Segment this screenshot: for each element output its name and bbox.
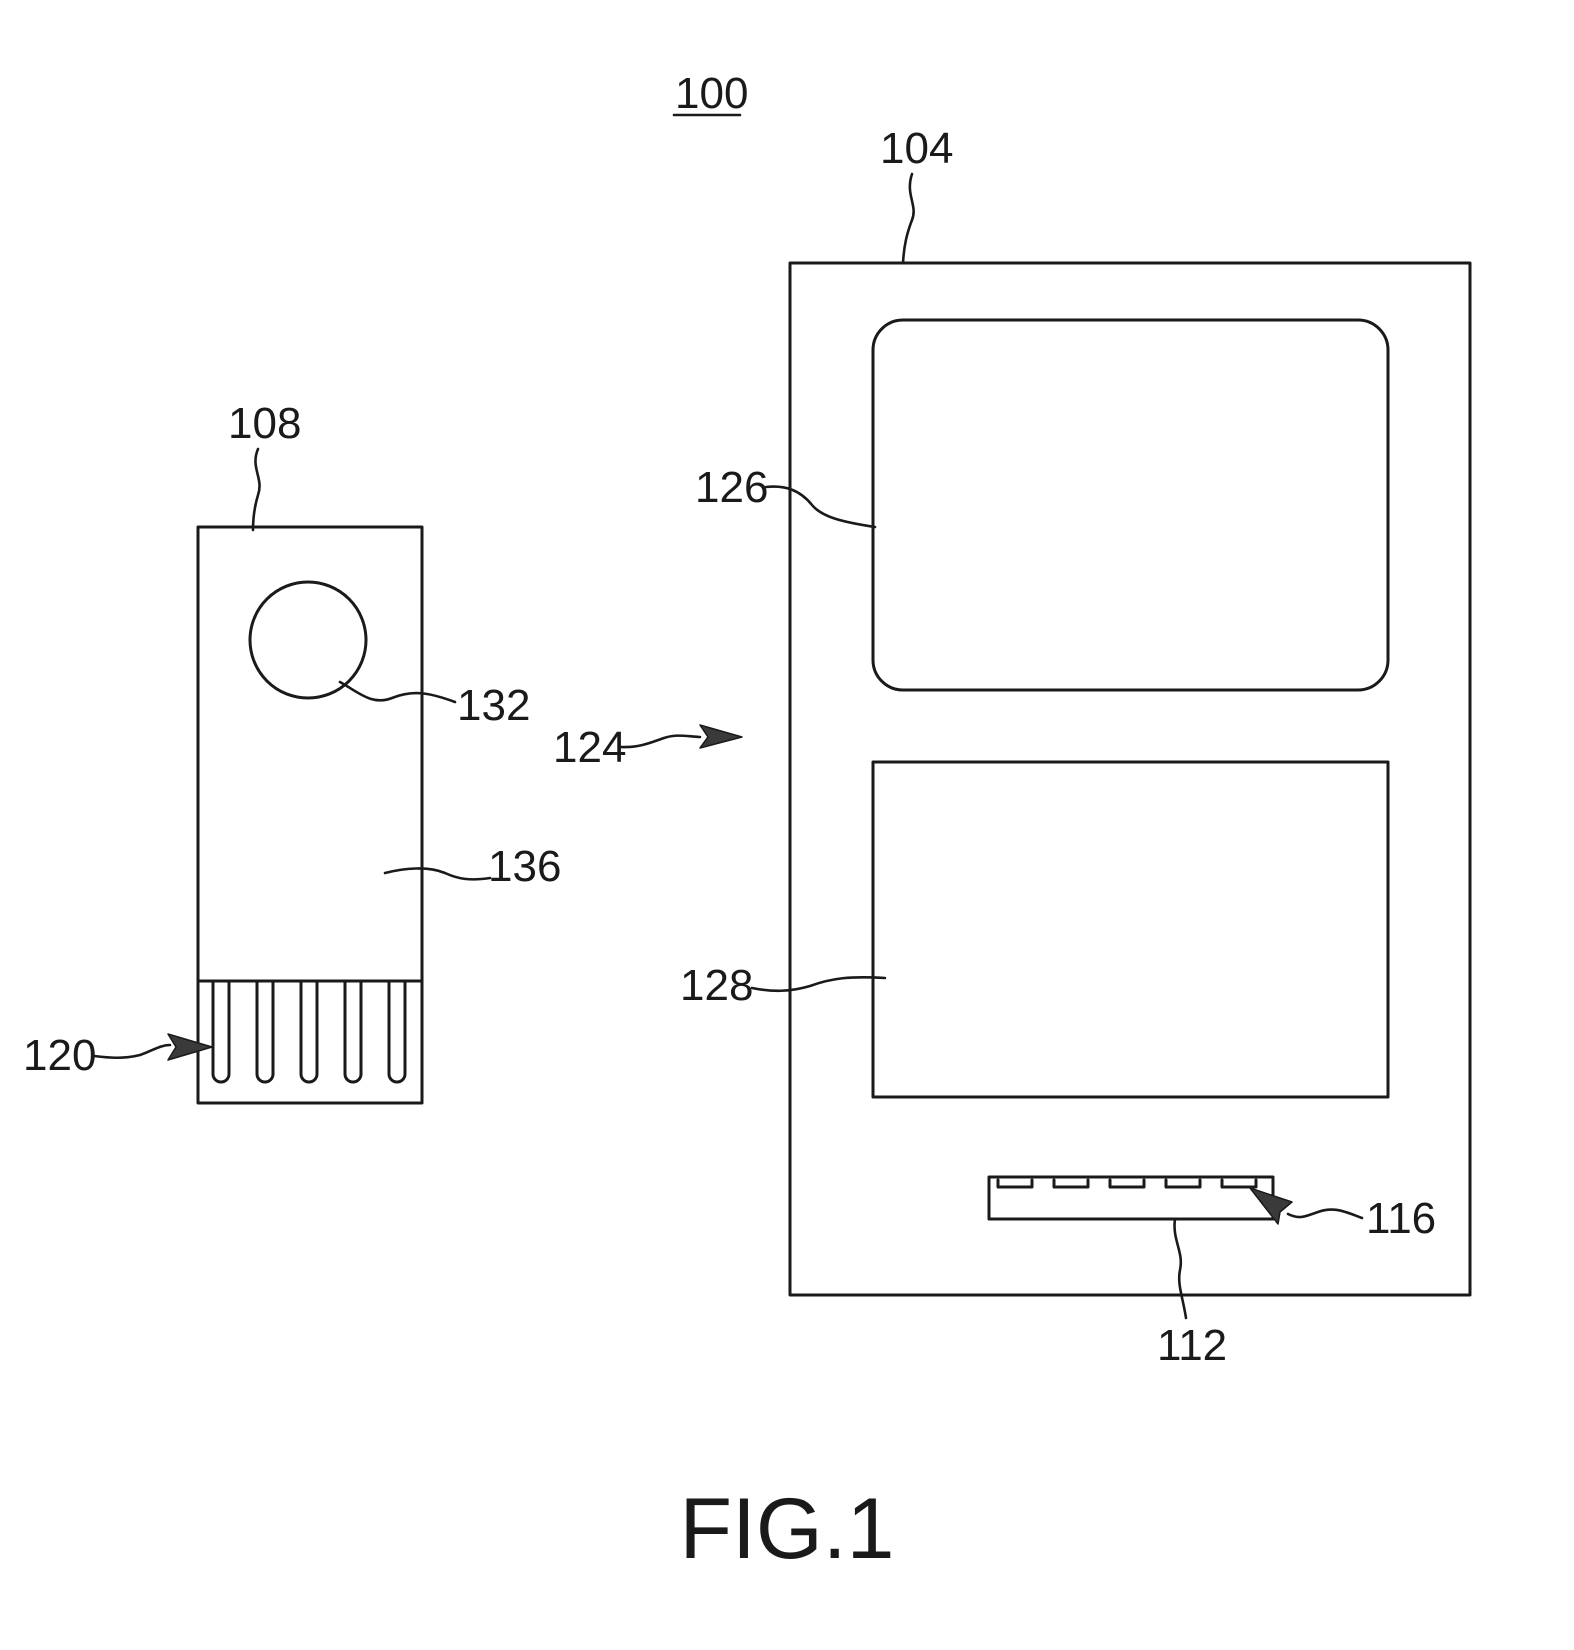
sample-well-132 (250, 582, 366, 698)
label-100: 100 (675, 69, 748, 118)
label-126: 126 (695, 463, 768, 512)
device-housing (790, 263, 1470, 1295)
strip-contact (213, 981, 229, 1082)
leader-132 (340, 682, 455, 702)
strip-contact (257, 981, 273, 1082)
port-contact (1054, 1180, 1088, 1187)
label-104: 104 (880, 124, 953, 173)
arrow-120 (168, 1034, 212, 1060)
leader-136 (385, 868, 490, 879)
leader-108 (253, 449, 260, 530)
leader-112 (1175, 1219, 1186, 1318)
port-contact (998, 1180, 1032, 1187)
port-112 (989, 1177, 1273, 1219)
label-132: 132 (457, 681, 530, 730)
port-contact (1222, 1180, 1256, 1187)
strip-contact (301, 981, 317, 1082)
device-104 (790, 263, 1470, 1295)
strip-contact (345, 981, 361, 1082)
leader-124 (620, 736, 700, 748)
leader-120 (94, 1045, 170, 1058)
arrow-124 (700, 725, 742, 748)
label-112: 112 (1157, 1321, 1227, 1370)
label-120: 120 (23, 1031, 96, 1080)
label-124: 124 (553, 723, 626, 772)
label-136: 136 (488, 842, 561, 891)
leader-104 (903, 174, 914, 263)
label-108: 108 (228, 399, 301, 448)
leader-126 (766, 487, 875, 527)
upper-panel-126 (873, 320, 1388, 690)
test-strip-108 (198, 527, 422, 1103)
strip-contact (389, 981, 405, 1082)
lower-panel-128 (873, 762, 1388, 1097)
label-116: 116 (1366, 1194, 1436, 1243)
port-contact (1166, 1180, 1200, 1187)
figure-caption: FIG.1 (679, 1481, 894, 1577)
label-128: 128 (680, 961, 753, 1010)
leader-128 (752, 977, 885, 991)
leader-116 (1288, 1210, 1362, 1218)
port-contact (1110, 1180, 1144, 1187)
